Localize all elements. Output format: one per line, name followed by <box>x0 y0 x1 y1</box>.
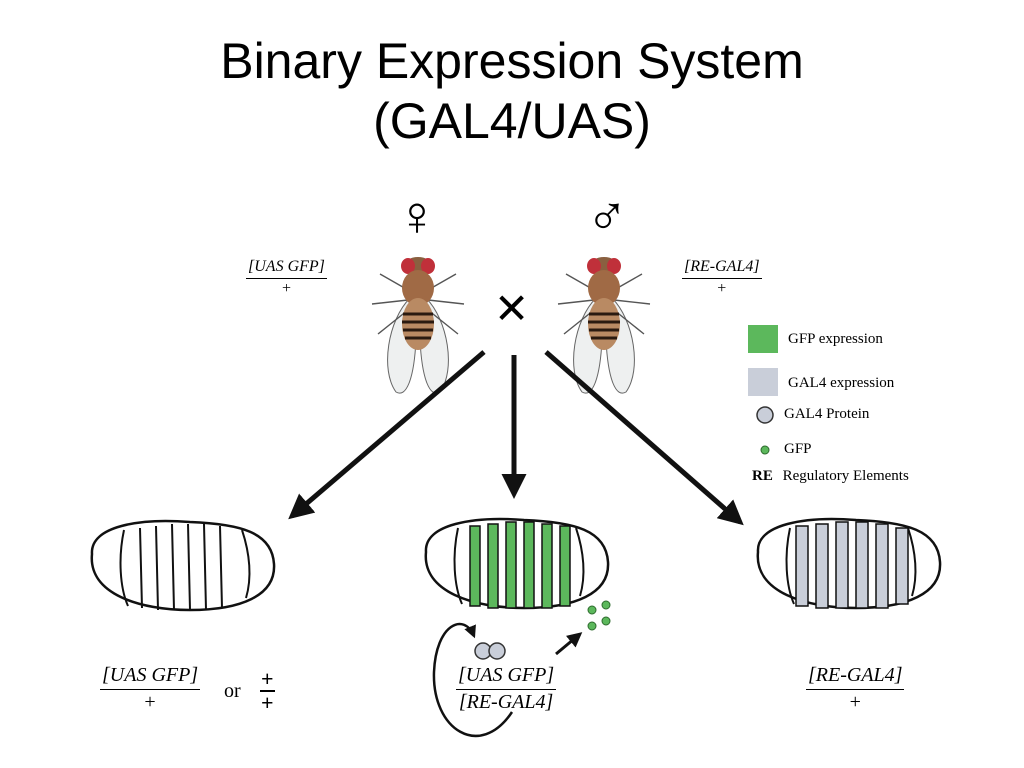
right-genotype-top: RE-GAL4 <box>815 664 895 686</box>
gal4-expression-swatch <box>748 368 778 396</box>
legend-re-label: Regulatory Elements <box>782 468 909 484</box>
legend-gal4-expression: GAL4 expression <box>788 375 895 391</box>
gfp-dots <box>587 600 611 631</box>
female-genotype-bottom: + <box>281 280 291 297</box>
left-genotype-bottom: + <box>144 691 156 713</box>
left-alt-bottom: + <box>261 690 274 715</box>
left-offspring-genotype: [UAS GFP] + <box>100 664 201 713</box>
legend-gal4-protein: GAL4 Protein <box>784 406 870 422</box>
left-genotype-top: UAS GFP <box>109 664 191 686</box>
gal4-protein-circle-2 <box>488 642 506 660</box>
female-genotype: [UAS GFP] + <box>246 258 327 297</box>
female-genotype-top: UAS GFP <box>254 258 319 275</box>
gfp-arrow <box>555 632 583 656</box>
embryo-right <box>756 517 942 610</box>
center-offspring-genotype: [UAS GFP] [RE-GAL4] <box>456 664 557 713</box>
male-genotype-top: RE-GAL4 <box>690 258 754 275</box>
slide-title-line2: (GAL4/UAS) <box>373 93 651 149</box>
female-fly-image <box>370 255 466 395</box>
male-genotype: [RE-GAL4] + <box>682 258 762 297</box>
cross-symbol: ✕ <box>494 285 530 332</box>
arrow-left <box>288 350 486 520</box>
center-genotype-top: UAS GFP <box>465 664 547 686</box>
male-genotype-bottom: + <box>717 280 727 297</box>
left-alt-genotype: + + <box>260 668 275 714</box>
arrow-right <box>544 350 744 526</box>
gfp-legend-icon <box>760 445 770 455</box>
center-genotype-bottom: RE-GAL4 <box>466 691 546 713</box>
slide-title-line1: Binary Expression System <box>220 33 804 89</box>
legend-gfp: GFP <box>784 441 812 457</box>
embryo-center <box>424 517 610 610</box>
male-symbol: ♂ <box>586 184 628 247</box>
legend-re-abbrev: RE <box>752 468 773 484</box>
legend-re: RE Regulatory Elements <box>752 468 909 485</box>
female-symbol: ♀ <box>396 184 438 247</box>
gal4-protein-legend-icon <box>756 406 774 424</box>
gfp-expression-swatch <box>748 325 778 353</box>
right-genotype-bottom: + <box>849 691 861 713</box>
legend-gfp-expression: GFP expression <box>788 331 883 347</box>
left-alt-top: + <box>260 666 275 692</box>
left-or-label: or <box>224 680 241 702</box>
right-offspring-genotype: [RE-GAL4] + <box>806 664 905 713</box>
embryo-left <box>90 519 276 612</box>
curved-arrow <box>432 622 514 738</box>
